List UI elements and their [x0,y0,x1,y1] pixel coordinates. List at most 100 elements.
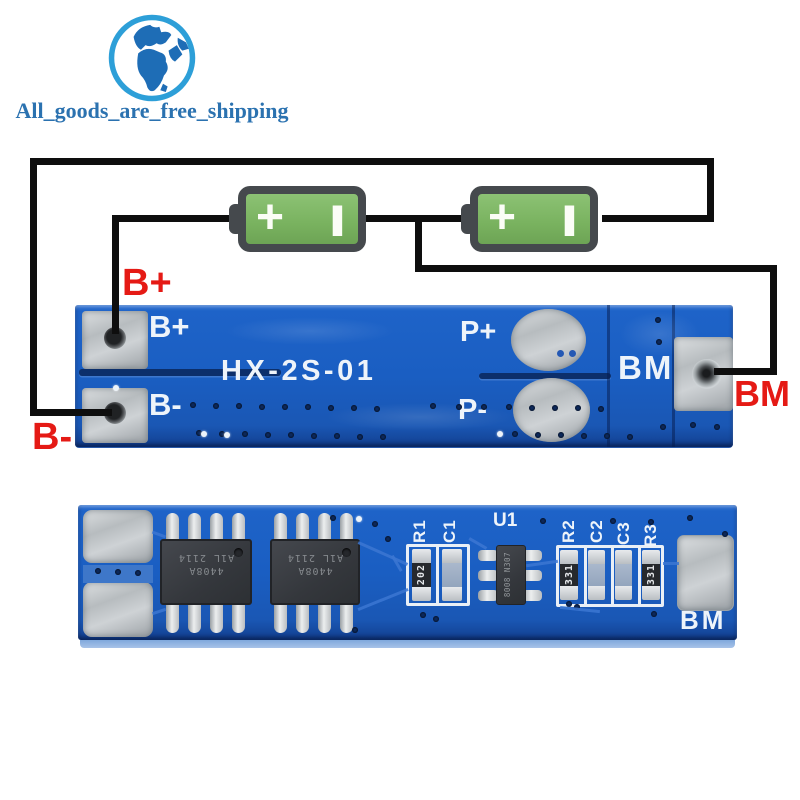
wire-junction-vertical [415,219,422,272]
trace-boundary [672,305,675,447]
via-dot-tinned [113,385,119,391]
via-dot [558,432,564,438]
via-dot-tinned [201,431,207,437]
battery1-plus-symbol: + [256,191,285,244]
via-dot [282,404,288,410]
via-dot [115,569,121,575]
via-dot [529,405,535,411]
via-dot [357,434,363,440]
wire-battery2-right [602,215,714,222]
silk-p-plus: P+ [460,316,497,348]
resistor-r1: 202 [412,549,431,601]
wire-left-vertical [30,158,37,416]
via-dot [385,536,391,542]
trace-boundary [607,305,610,447]
chip-lead [232,513,245,547]
via-dot [655,317,661,323]
u1-lead [478,550,498,561]
silk-r2: R2 [559,519,578,543]
silk-b-plus: B+ [149,309,190,344]
via-dot [566,601,572,607]
via-dot-tinned [497,431,503,437]
wire-bm [714,368,777,375]
via-dot [512,431,518,437]
silk-outline-r2c2c3r3 [556,545,664,607]
via-dot [219,431,225,437]
wire-top [30,158,714,165]
b-plus-hole [104,327,126,349]
via-dot [213,403,219,409]
via-dot [420,612,426,618]
via-dot [372,521,378,527]
label-b-minus: B- [32,416,73,458]
silk-model: HX-2S-01 [221,355,377,387]
via-dot [656,339,662,345]
cell-pad-2 [83,582,153,637]
silk-c2: C2 [587,519,606,543]
pin1-dimple [342,548,351,557]
routing-slot [79,369,281,376]
pcb-bottom-view: 4408A A1L 2114 4408A A1L 2114 R1 C1 [78,505,737,640]
chip-lead [296,513,309,547]
via-dot [552,405,558,411]
chip-lead [318,599,331,633]
chip-lead [210,513,223,547]
silk-b-minus: B- [149,387,182,422]
via-dot [540,518,546,524]
pin1-dimple [234,548,243,557]
via-dot [351,405,357,411]
u1-lead [522,550,542,561]
via-dot [196,430,202,436]
via-dot [190,402,196,408]
via-dot [627,434,633,440]
silk-divider [436,547,439,603]
via-dot [535,432,541,438]
via-dot [660,424,666,430]
via-dot [506,404,512,410]
battery1-minus-symbol: | [327,200,348,236]
via-dot [328,405,334,411]
chip-lead [274,599,287,633]
solder-blob-p-plus [511,309,586,371]
via-dot [456,404,462,410]
routing-slot [479,373,611,379]
u1-lead [522,590,542,601]
surface-scuff [225,317,395,345]
via-dot [481,404,487,410]
label-bm: BM [734,373,790,414]
battery2-plus-symbol: + [488,191,517,244]
chip1-marking: 4408A A1L 2114 [177,552,235,576]
chip-lead [188,513,201,547]
silk-divider [611,548,614,604]
via-dot [259,404,265,410]
silk-p-minus: P- [458,394,487,426]
chip-lead [340,513,353,547]
via-dot [722,531,728,537]
via-dot [581,433,587,439]
chip-lead [188,599,201,633]
bm-wire-pad [677,535,734,611]
u1-marking: 8008 N307 [503,552,512,598]
u1-lead [478,590,498,601]
chip-lead [340,599,353,633]
via-dot [714,424,720,430]
via-dot [651,611,657,617]
r1-marking: 202 [416,564,427,586]
resistor-r2: 331 [560,550,578,600]
chip-lead [210,599,223,633]
via-dot [690,422,696,428]
wire-right-vertical [770,265,777,375]
via-dot [575,405,581,411]
wire-right-top-vertical [707,158,714,222]
battery2: + | [470,186,598,252]
via-dot [265,432,271,438]
via-dot [330,515,336,521]
chip2-marking: 4408A A1L 2114 [286,552,344,576]
silk-bm-bottom: BM [680,605,727,635]
wire-bplus-vertical [112,219,119,334]
pad-dot [569,350,576,357]
silk-bm: BM [618,349,674,386]
chip-lead [296,599,309,633]
battery2-minus-symbol: | [559,200,580,236]
